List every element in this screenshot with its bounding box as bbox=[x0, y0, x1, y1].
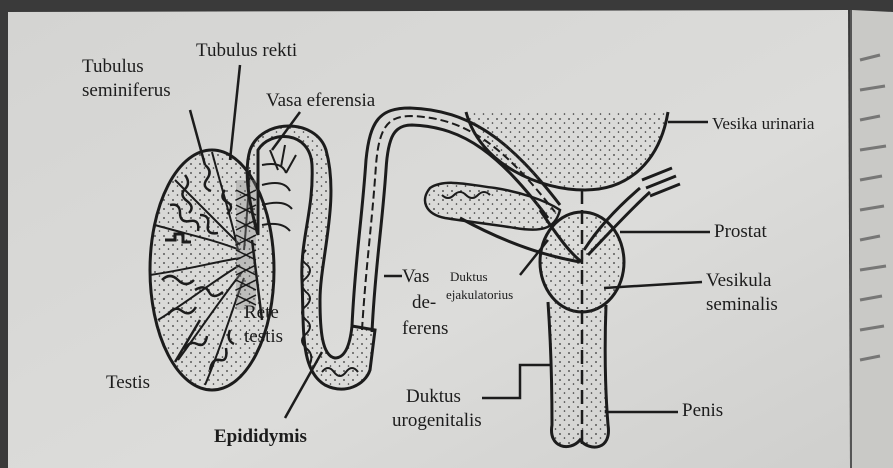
label-vesikula-seminalis-line1: Vesikula bbox=[706, 270, 771, 291]
label-duktus-ejakulatorius-line2: ejakulatorius bbox=[446, 288, 513, 303]
label-epididymis: Epididymis bbox=[214, 426, 307, 447]
label-tubulus-seminiferus-line2: seminiferus bbox=[82, 80, 171, 101]
label-penis: Penis bbox=[682, 400, 723, 421]
label-vas-deferens-line3: ferens bbox=[402, 318, 448, 339]
label-vesika-urinaria: Vesika urinaria bbox=[712, 114, 814, 133]
label-rete-testis-line1: Rete bbox=[244, 302, 279, 323]
label-duktus-urogenitalis-line1: Duktus bbox=[406, 386, 461, 407]
label-testis: Testis bbox=[106, 372, 150, 393]
label-tubulus-seminiferus-line1: Tubulus bbox=[82, 56, 144, 77]
label-rete-testis-line2: testis bbox=[244, 326, 283, 347]
label-vas-deferens-line1: Vas bbox=[402, 266, 429, 287]
label-vasa-eferensia: Vasa eferensia bbox=[266, 90, 375, 111]
label-vesikula-seminalis-line2: seminalis bbox=[706, 294, 778, 315]
label-duktus-urogenitalis-line2: urogenitalis bbox=[392, 410, 482, 431]
label-vas-deferens-line2: de- bbox=[412, 292, 436, 313]
label-duktus-ejakulatorius-line1: Duktus bbox=[450, 270, 488, 285]
label-tubulus-rekti: Tubulus rekti bbox=[196, 40, 297, 61]
label-prostat: Prostat bbox=[714, 221, 767, 242]
